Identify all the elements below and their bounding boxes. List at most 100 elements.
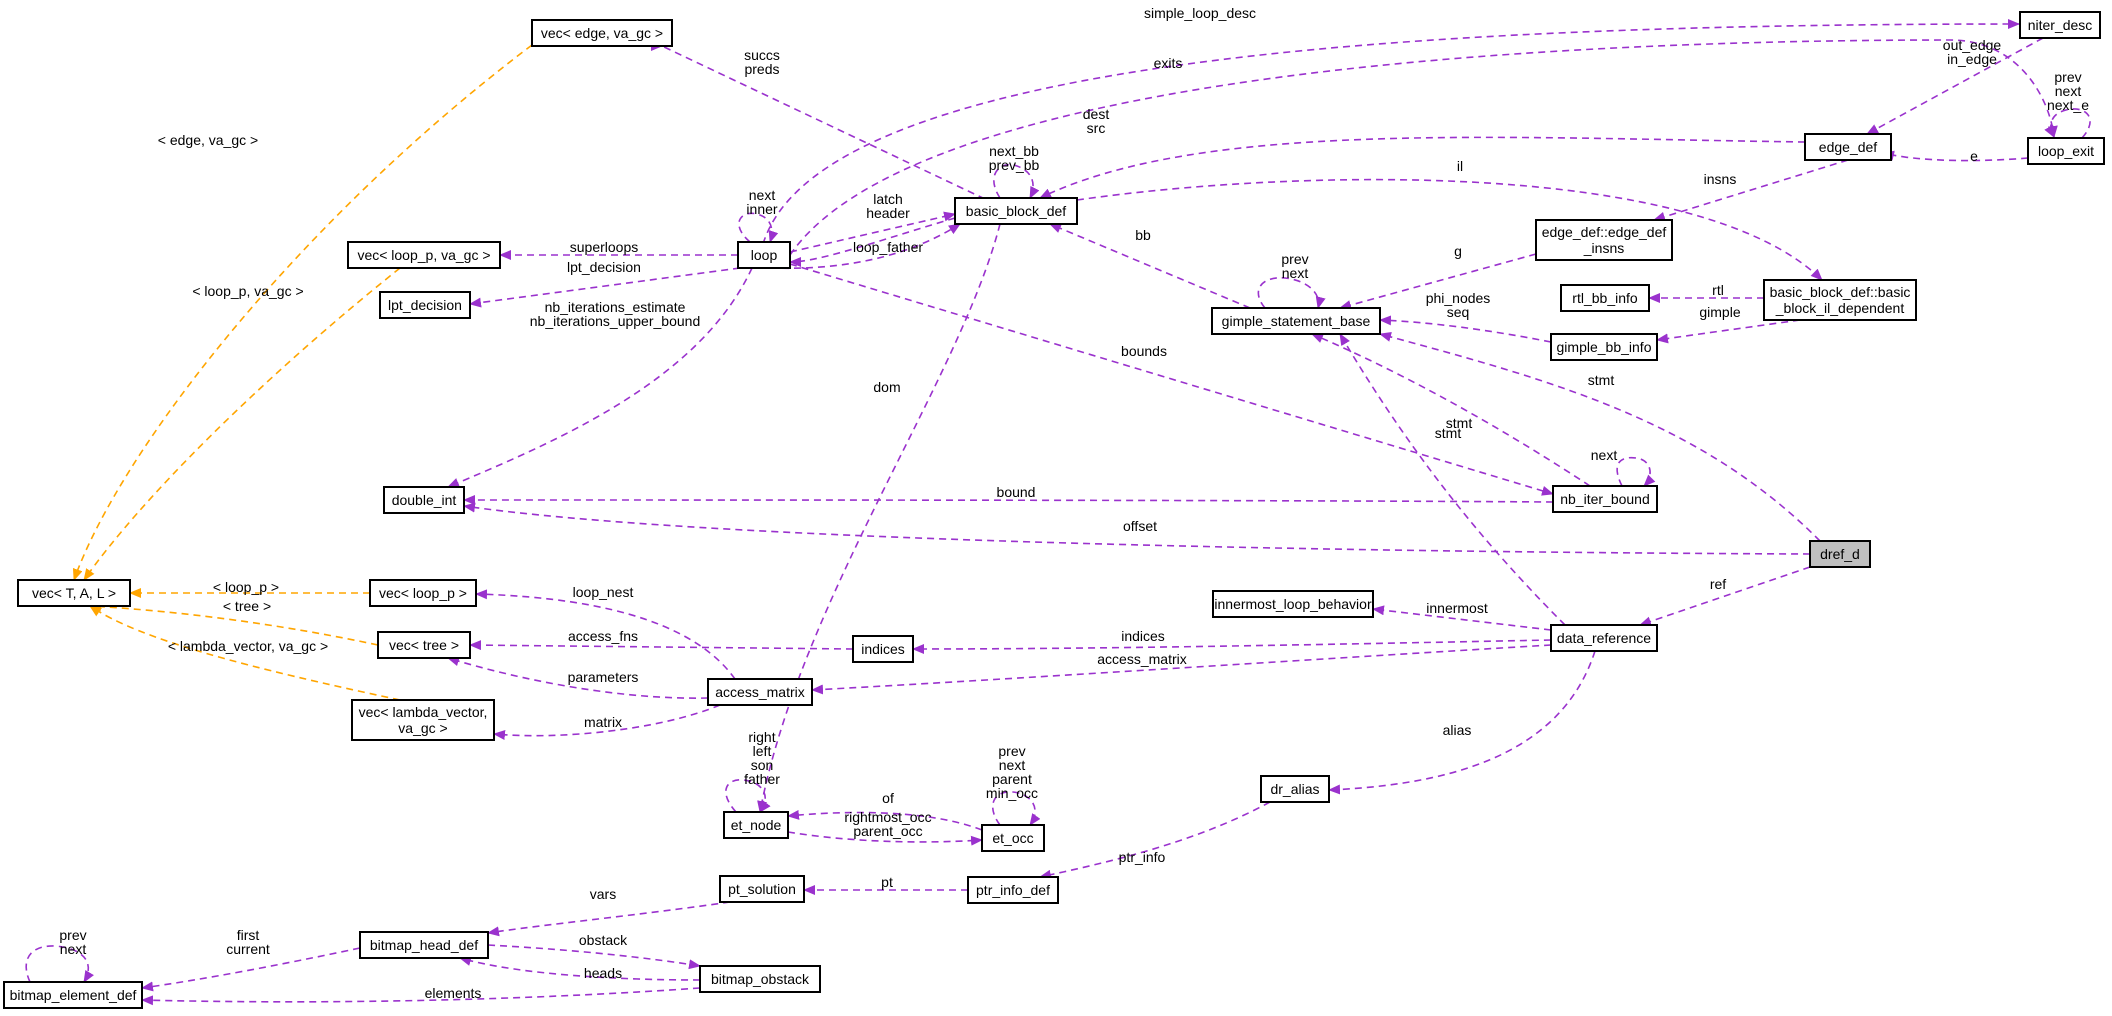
edge-from-access-matrix-41	[493, 704, 721, 740]
node-box	[1550, 333, 1658, 361]
edge-from-indices-36	[469, 640, 854, 651]
edge-from-basic-block-def-13	[789, 217, 956, 267]
node-edge-def-insns[interactable]: edge_def::edge_def_insns	[1535, 219, 1673, 261]
edge-from-data-reference-37	[912, 639, 1552, 654]
node-box	[3, 981, 143, 1009]
edge-layer	[25, 19, 2091, 1006]
node-vec-tree[interactable]: vec< tree >	[377, 631, 471, 659]
edge-label-text: bound	[997, 484, 1036, 500]
edge-label-text: parent_occ	[853, 823, 922, 839]
edge-from-gimple-bb-info-21	[1379, 315, 1552, 343]
node-label: bitmap_head_def	[370, 937, 478, 953]
node-niter-desc[interactable]: niter_desc	[2019, 11, 2101, 39]
node-gimple-bb-info[interactable]: gimple_bb_info	[1550, 333, 1658, 361]
edge-label-text: seq	[1447, 304, 1470, 320]
node-nb-iter-bound[interactable]: nb_iter_bound	[1552, 485, 1658, 513]
node-loop-exit[interactable]: loop_exit	[2027, 137, 2105, 165]
node-innermost-loop-behavior[interactable]: innermost_loop_behavior	[1212, 590, 1374, 618]
edge-label-text: out_edge	[1943, 37, 2002, 53]
node-lpt-decision[interactable]: lpt_decision	[379, 291, 471, 319]
node-bb-il-dependent[interactable]: basic_block_def::basic_block_il_dependen…	[1763, 279, 1917, 321]
node-box	[2027, 137, 2105, 165]
node-vec-loop-p-gc[interactable]: vec< loop_p, va_gc >	[347, 241, 501, 269]
node-box	[707, 678, 813, 706]
node-dref-d[interactable]: dref_d	[1809, 540, 1871, 568]
node-vec-TAL[interactable]: vec< T, A, L >	[17, 579, 131, 607]
edge-label-text: < edge, va_gc >	[158, 132, 258, 148]
node-box	[351, 699, 495, 741]
node-pt-solution[interactable]: pt_solution	[719, 875, 805, 903]
edge-label-nib-next: next	[1591, 447, 1618, 463]
edge-from-bitmap-element-def-50	[25, 945, 94, 983]
edge-label-text: nb_iterations_upper_bound	[530, 313, 700, 329]
node-label: et_node	[731, 817, 782, 833]
edge-label-text: first	[237, 927, 260, 943]
node-box	[852, 635, 914, 663]
node-access-matrix[interactable]: access_matrix	[707, 678, 813, 706]
edge-label-text: current	[226, 941, 270, 957]
node-rtl-bb-info[interactable]: rtl_bb_info	[1560, 284, 1650, 312]
edge-label-obstack: obstack	[579, 932, 628, 948]
node-vec-loop-p[interactable]: vec< loop_p >	[369, 579, 477, 607]
edge-label-bound: bound	[997, 484, 1036, 500]
edge-label-text: succs	[744, 47, 780, 63]
node-bitmap-head-def[interactable]: bitmap_head_def	[359, 931, 489, 959]
edge-label-tree-tpl: < tree >	[223, 598, 271, 614]
node-box	[954, 197, 1078, 225]
node-basic-block-def[interactable]: basic_block_def	[954, 197, 1078, 225]
node-label: edge_def::edge_def	[1542, 224, 1667, 240]
edge-label-text: prev	[59, 927, 86, 943]
edge-from-bitmap-obstack-54	[141, 987, 701, 1006]
node-indices[interactable]: indices	[852, 635, 914, 663]
edge-label-simple-loop-desc: simple_loop_desc	[1144, 5, 1256, 21]
edge-from-bitmap-head-def-51	[141, 947, 361, 992]
edge-label-text: rtl	[1712, 282, 1724, 298]
edge-from-data-reference-35	[1372, 605, 1552, 631]
edge-from-dref-d-33	[1639, 566, 1811, 627]
edge-from-edge-def-6	[1039, 136, 1806, 199]
node-edge-def[interactable]: edge_def	[1804, 133, 1892, 161]
edge-label-text: insns	[1704, 171, 1737, 187]
edge-label-access-matrix-l: access_matrix	[1097, 651, 1186, 667]
edge-label-text: right	[748, 729, 775, 745]
edge-label-text: il	[1457, 158, 1463, 174]
node-bitmap-obstack[interactable]: bitmap_obstack	[699, 965, 821, 993]
node-box	[1560, 284, 1650, 312]
node-gimple-statement-base[interactable]: gimple_statement_base	[1211, 307, 1381, 335]
node-double-int[interactable]: double_int	[383, 486, 465, 514]
node-label: _block_il_dependent	[1775, 300, 1905, 316]
node-bitmap-element-def[interactable]: bitmap_element_def	[3, 981, 143, 1009]
node-box	[531, 19, 673, 47]
edge-from-et-node-43	[725, 779, 771, 813]
edge-label-bb: bb	[1135, 227, 1151, 243]
node-vec-lambda[interactable]: vec< lambda_vector,va_gc >	[351, 699, 495, 741]
edge-label-text: superloops	[570, 239, 639, 255]
edge-from-edge-def-9	[1653, 159, 1849, 222]
edge-label-text: prev	[2054, 69, 2081, 85]
edge-label-text: left	[753, 743, 772, 759]
node-vec-edge[interactable]: vec< edge, va_gc >	[531, 19, 673, 47]
node-label: basic_block_def	[966, 203, 1067, 219]
node-loop[interactable]: loop	[737, 241, 791, 269]
edge-label-layer: succspredssimple_loop_descexitsout_edgei…	[59, 5, 2089, 1001]
node-ptr-info-def[interactable]: ptr_info_def	[967, 876, 1059, 904]
node-dr-alias[interactable]: dr_alias	[1260, 775, 1330, 803]
edge-from-gimple-statement-base-18	[1257, 277, 1326, 309]
node-et-node[interactable]: et_node	[723, 811, 789, 839]
edge-label-text: loop_nest	[573, 584, 634, 600]
node-label: edge_def	[1819, 139, 1878, 155]
node-box	[1763, 279, 1917, 321]
edge-from-data-reference-25	[1339, 333, 1566, 626]
node-box	[377, 631, 471, 659]
edge-label-text: of	[882, 790, 894, 806]
edge-from-nb-iter-bound-28	[1616, 456, 1656, 487]
node-data-reference[interactable]: data_reference	[1550, 624, 1658, 652]
edge-label-gimple: gimple	[1699, 304, 1740, 320]
node-et-occ[interactable]: et_occ	[981, 824, 1045, 852]
edge-label-text: vars	[590, 886, 616, 902]
edge-label-text: parent	[992, 771, 1032, 787]
